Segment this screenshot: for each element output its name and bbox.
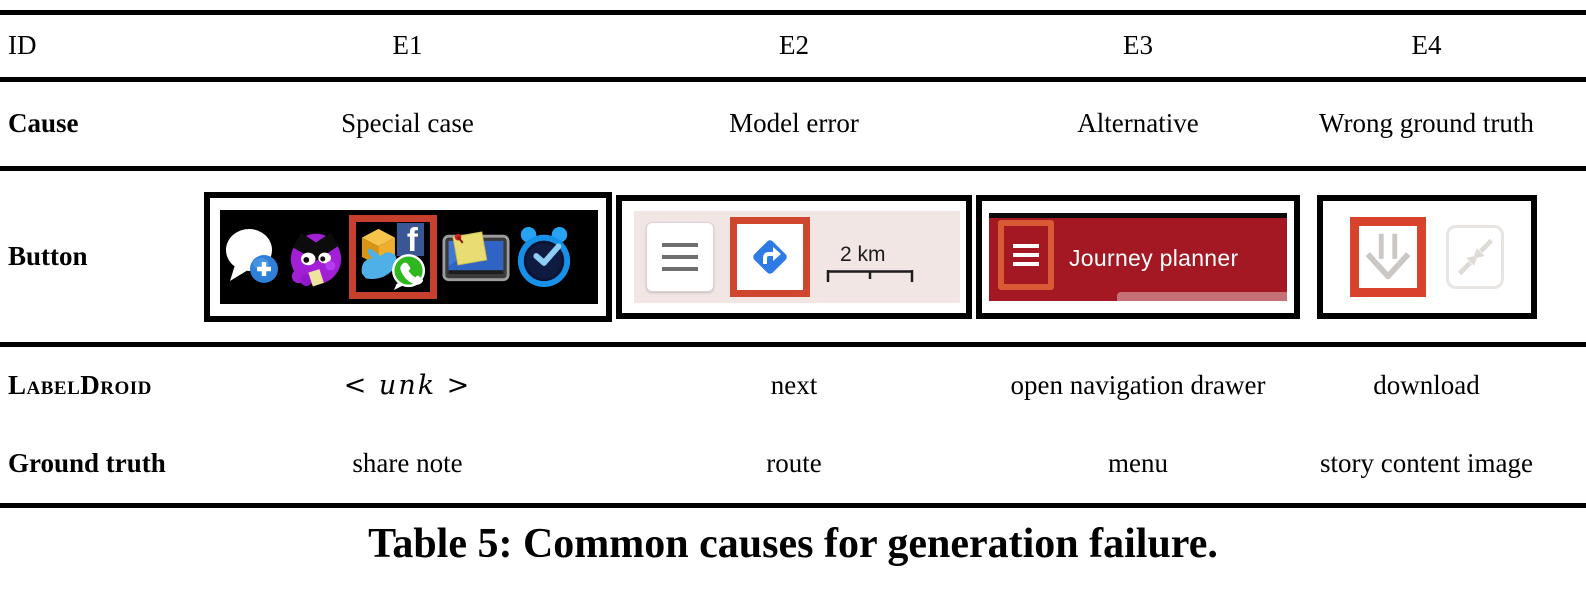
table-row-button: Button bbox=[0, 171, 1550, 342]
row-header-id: ID bbox=[8, 30, 37, 61]
highlight-box-e4 bbox=[1349, 216, 1426, 297]
map-ui-panel: 2 km bbox=[634, 210, 960, 303]
alarm-clock-icon bbox=[517, 226, 570, 287]
map-scale-bar bbox=[826, 270, 914, 283]
app-bar-shadow-strip bbox=[1117, 291, 1287, 301]
cause-e3: Alternative bbox=[1077, 108, 1199, 139]
app-bar: Journey planner bbox=[989, 212, 1287, 301]
cause-e1: Special case bbox=[341, 108, 474, 139]
hamburger-menu-icon bbox=[646, 221, 714, 292]
ground-truth-e4: story content image bbox=[1320, 448, 1533, 479]
button-screenshot-e2: 2 km bbox=[616, 194, 972, 319]
row-header-button: Button bbox=[8, 240, 88, 271]
twitter-bird bbox=[361, 247, 397, 279]
col-header-e2: E2 bbox=[779, 30, 809, 61]
table-row-labeldroid: LabelDroid < unk > next open navigation … bbox=[0, 347, 1550, 425]
facebook-letter: f bbox=[406, 223, 418, 258]
labeldroid-e1: < unk > bbox=[343, 370, 472, 402]
cause-e4: Wrong ground truth bbox=[1319, 108, 1534, 139]
labeldroid-e4: download bbox=[1373, 370, 1480, 401]
app-bar-title: Journey planner bbox=[1069, 245, 1239, 272]
table-row-ground-truth: Ground truth share note route menu story… bbox=[0, 425, 1550, 503]
button-cell-e3: Journey planner bbox=[973, 194, 1303, 319]
col-header-e4: E4 bbox=[1411, 30, 1442, 61]
collapse-arrows bbox=[1457, 238, 1493, 275]
ground-truth-e1: share note bbox=[352, 448, 463, 479]
highlight-box-e1: f bbox=[348, 214, 437, 299]
row-header-labeldroid: LabelDroid bbox=[8, 370, 152, 401]
download-icon bbox=[1365, 233, 1410, 279]
rule-top bbox=[0, 10, 1586, 15]
table-row-id: ID E1 E2 E3 E4 bbox=[0, 15, 1550, 77]
rule-after-id bbox=[0, 77, 1586, 82]
button-cell-e4 bbox=[1303, 194, 1550, 319]
map-scale: 2 km bbox=[826, 229, 914, 284]
directions-icon bbox=[753, 239, 787, 274]
ground-truth-e2: route bbox=[766, 448, 822, 479]
social-share-group-icon: f bbox=[361, 222, 425, 290]
highlight-box-e2 bbox=[730, 216, 810, 297]
table-row-cause: Cause Special case Model error Alternati… bbox=[0, 82, 1550, 166]
col-header-e1: E1 bbox=[392, 30, 423, 61]
button-screenshot-e1: f bbox=[203, 191, 612, 322]
table-caption: Table 5: Common causes for generation fa… bbox=[368, 521, 1218, 567]
monster-avatar-icon bbox=[290, 232, 341, 286]
map-scale-label: 2 km bbox=[840, 242, 886, 266]
facebook-tile bbox=[396, 222, 424, 256]
row-header-cause: Cause bbox=[8, 108, 79, 139]
collapse-icon bbox=[1445, 224, 1504, 289]
sticky-note-icon bbox=[441, 230, 510, 281]
ground-truth-e3: menu bbox=[1108, 448, 1168, 479]
app-toolbar: f bbox=[219, 209, 598, 304]
button-screenshot-e4 bbox=[1316, 194, 1537, 319]
hamburger-menu-icon bbox=[1013, 243, 1039, 248]
cause-e2: Model error bbox=[729, 108, 859, 139]
rule-bottom bbox=[0, 503, 1586, 508]
button-cell-e2: 2 km bbox=[615, 194, 973, 319]
chat-add-icon bbox=[225, 228, 278, 283]
labeldroid-e3: open navigation drawer bbox=[1010, 370, 1266, 401]
col-header-e3: E3 bbox=[1123, 30, 1153, 61]
labeldroid-e2: next bbox=[770, 370, 818, 401]
rule-after-button bbox=[0, 342, 1586, 347]
highlight-box-e3 bbox=[998, 219, 1054, 290]
status-bar-strip bbox=[989, 212, 1287, 218]
rule-after-cause bbox=[0, 166, 1586, 171]
row-header-ground-truth: Ground truth bbox=[8, 448, 166, 479]
button-cell-e1: f bbox=[200, 191, 615, 322]
button-screenshot-e3: Journey planner bbox=[976, 194, 1300, 319]
